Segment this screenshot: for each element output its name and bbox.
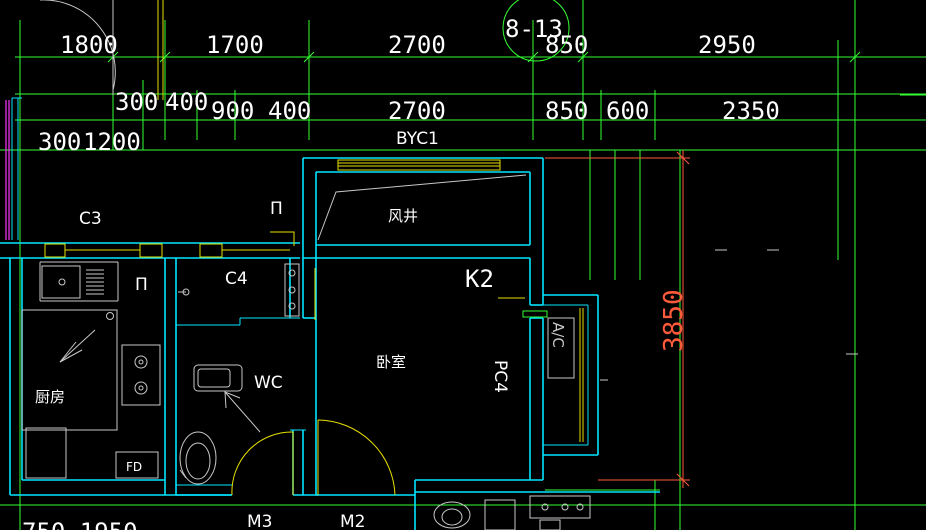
label-m2: M2 bbox=[340, 512, 365, 530]
label-pc4: PC4 bbox=[490, 360, 510, 393]
left-window-jambs bbox=[5, 97, 22, 240]
fixtures bbox=[21, 261, 591, 530]
label-fengjing: 风井 bbox=[388, 207, 418, 225]
dim-300-a: 300 bbox=[115, 88, 158, 116]
label-fd: FD bbox=[126, 460, 142, 474]
walls bbox=[0, 157, 660, 530]
label-wc: WC bbox=[254, 373, 283, 393]
label-c4: C4 bbox=[225, 269, 248, 289]
dim-3850-marker: 3850 bbox=[545, 150, 690, 488]
shaft-mark-2: Π bbox=[135, 275, 148, 295]
shaft-mark-1: Π bbox=[270, 199, 283, 219]
dim-3850: 3850 bbox=[659, 289, 689, 352]
label-m3: M3 bbox=[247, 512, 272, 530]
dim-1800: 1800 bbox=[60, 31, 118, 59]
door-swings bbox=[231, 231, 525, 496]
dim-400-b: 400 bbox=[268, 97, 311, 125]
label-ac: A/C bbox=[549, 322, 567, 348]
dim-850-b: 850 bbox=[545, 97, 588, 125]
dim-1700: 1700 bbox=[206, 31, 264, 59]
dim-900: 900 bbox=[211, 97, 254, 125]
axis-bubble: 8-13 bbox=[502, 0, 570, 62]
dim-600: 600 bbox=[606, 97, 649, 125]
label-woshi: 卧室 bbox=[376, 353, 406, 371]
dim-300-b: 300 bbox=[38, 128, 81, 156]
room-labels: BYC1 C3 C4 K2 风井 卧室 厨房 WC PC4 A/C FD M3 … bbox=[22, 129, 567, 530]
dimension-row-2: 300 400 900 400 2700 850 600 2350 bbox=[115, 88, 780, 125]
dim-2950: 2950 bbox=[698, 31, 756, 59]
dimension-row-3: 300 1200 bbox=[38, 128, 141, 156]
label-chufang: 厨房 bbox=[35, 388, 65, 406]
dim-850-a: 850 bbox=[545, 31, 588, 59]
door-arc-top-left bbox=[40, 0, 164, 100]
dim-1200: 1200 bbox=[83, 128, 141, 156]
right-markers bbox=[600, 249, 858, 381]
bottom-left-cut-dims: 750 1950 bbox=[22, 518, 138, 530]
dimension-row-1: 1800 1700 2700 850 2950 bbox=[60, 31, 756, 59]
axis-bubble-label: 8-13 bbox=[505, 15, 563, 43]
dim-2350: 2350 bbox=[722, 97, 780, 125]
dim-2700-b: 2700 bbox=[388, 97, 446, 125]
dim-400-a: 400 bbox=[165, 88, 208, 116]
label-c3: C3 bbox=[79, 209, 102, 229]
dim-2700-a: 2700 bbox=[388, 31, 446, 59]
label-k2: K2 bbox=[465, 265, 494, 293]
label-byc1: BYC1 bbox=[396, 129, 439, 149]
